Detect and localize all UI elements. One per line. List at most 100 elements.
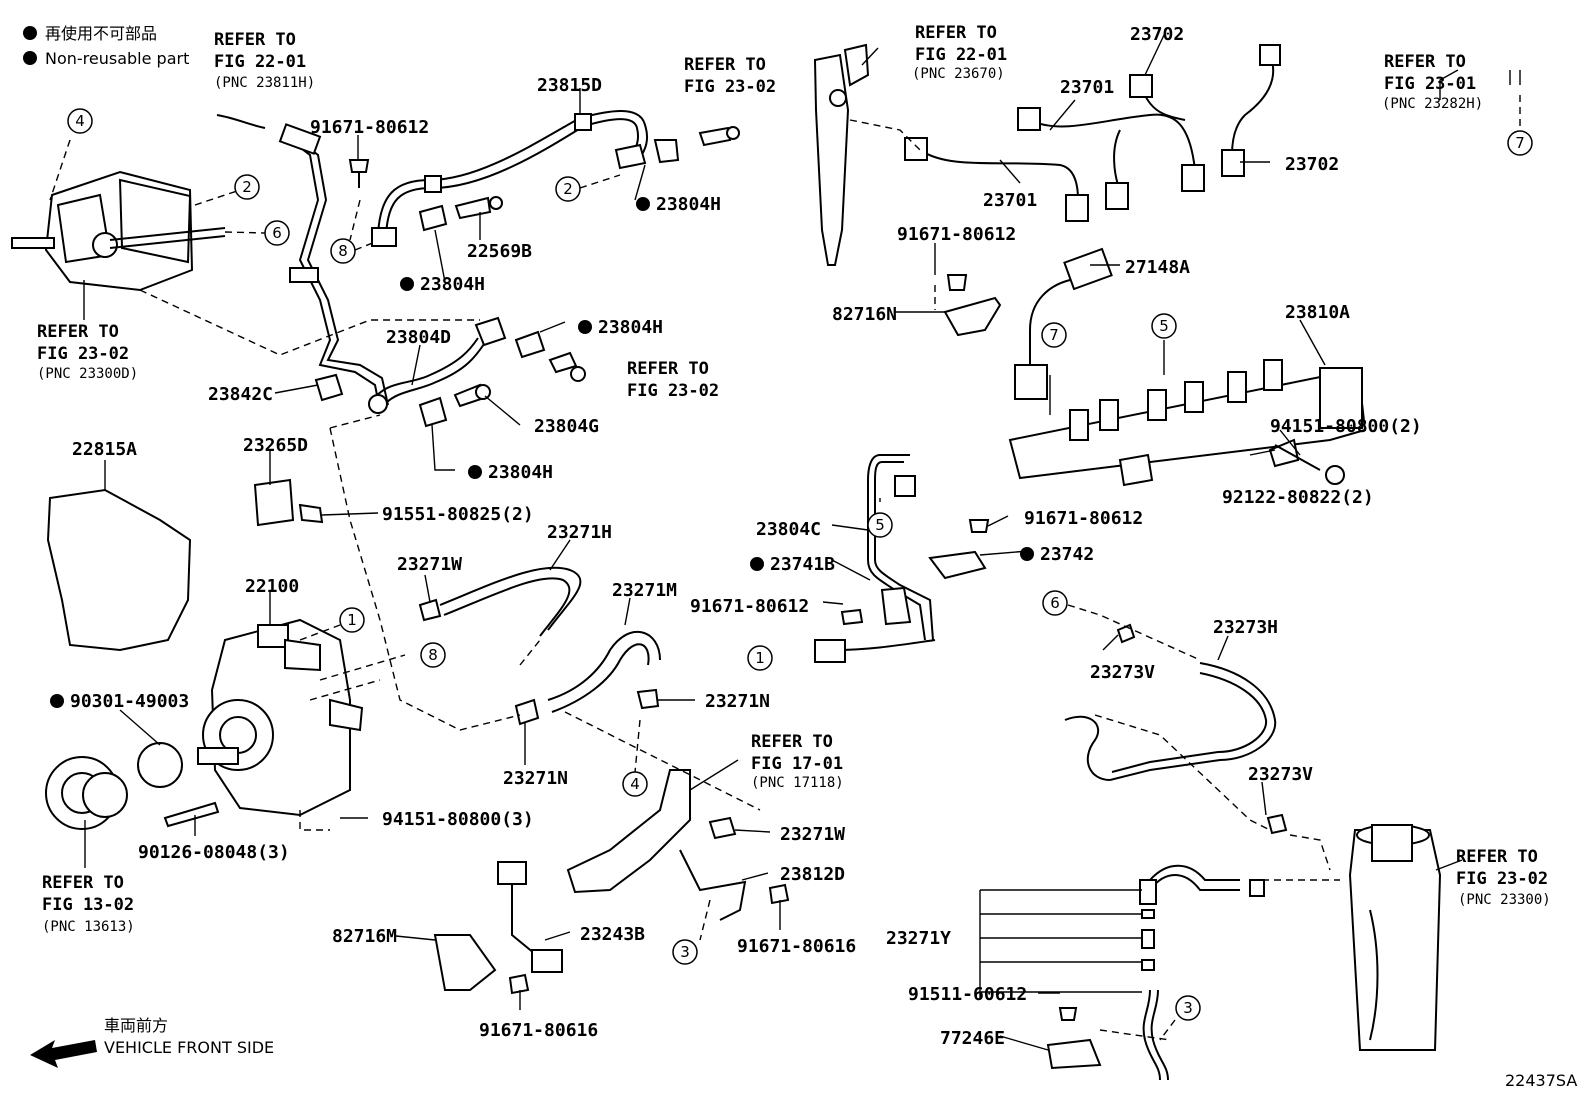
callout-circle: 6 <box>1042 590 1068 616</box>
pipe-23804c-drawing <box>814 454 990 663</box>
part-label: 91671-80612 <box>1024 508 1143 529</box>
svg-text:FIG 23-02: FIG 23-02 <box>37 344 129 364</box>
legend: 再使用不可部品 Non-reusable part <box>23 24 189 68</box>
part-label: 22815A <box>72 439 137 460</box>
legend-en: Non-reusable part <box>45 49 189 68</box>
part-label: 82716N <box>832 304 897 325</box>
callout-circle: 8 <box>420 642 446 668</box>
part-label: 91671-80612 <box>310 117 429 138</box>
svg-text:(PNC 23300): (PNC 23300) <box>1458 892 1551 908</box>
part-label: 23804H <box>656 194 721 215</box>
non-reusable-dot-icon <box>636 197 650 211</box>
svg-text:FIG 13-02: FIG 13-02 <box>42 895 134 915</box>
callout-circle: 1 <box>339 607 365 633</box>
non-reusable-dot-icon <box>50 694 64 708</box>
svg-text:7: 7 <box>1515 134 1525 152</box>
svg-text:(PNC 23670): (PNC 23670) <box>912 66 1005 82</box>
bracket-82716n-drawing <box>943 296 1002 337</box>
svg-text:6: 6 <box>272 224 282 242</box>
ref-fig-22-01-pnc-23670: REFER TO FIG 22-01 (PNC 23670) <box>912 23 1007 82</box>
callout-circle: 1 <box>747 645 773 671</box>
part-label: 23702 <box>1285 154 1339 175</box>
legend-jp: 再使用不可部品 <box>45 24 157 43</box>
part-label: 23804G <box>534 416 599 437</box>
part-label: 91671-80616 <box>479 1020 598 1041</box>
ref-fig-23-02-middle: REFER TO FIG 23-02 <box>627 359 719 401</box>
part-label: 23815D <box>537 75 602 96</box>
part-label: 23702 <box>1130 24 1184 45</box>
part-label: 23804H <box>420 274 485 295</box>
cover-22815a-drawing <box>46 488 192 652</box>
injection-pipes-drawing <box>904 44 1281 222</box>
ref-fig-23-02-top: REFER TO FIG 23-02 <box>684 55 776 97</box>
svg-text:REFER TO: REFER TO <box>37 322 119 342</box>
ref-fig-23-02-pnc-23300d: REFER TO FIG 23-02 (PNC 23300D) <box>37 322 138 382</box>
svg-text:2: 2 <box>563 180 573 198</box>
fuel-filter-drawing <box>1348 824 1442 1051</box>
part-label: 23804D <box>386 327 451 348</box>
pipe-23804d-drawing <box>314 316 507 414</box>
ref-fig-23-01-pnc-23282h: REFER TO FIG 23-01 (PNC 23282H) <box>1382 52 1483 112</box>
svg-text:REFER TO: REFER TO <box>915 23 997 43</box>
part-label: 23271N <box>503 768 568 789</box>
part-label: 22100 <box>245 576 299 597</box>
svg-text:FIG 23-01: FIG 23-01 <box>1384 74 1476 94</box>
svg-text:3: 3 <box>680 943 690 961</box>
svg-text:REFER TO: REFER TO <box>627 359 709 379</box>
part-label: 22569B <box>467 241 532 262</box>
part-label: 23271W <box>780 824 845 845</box>
svg-text:REFER TO: REFER TO <box>684 55 766 75</box>
fasteners-upper-middle-drawing <box>348 126 740 232</box>
svg-text:(PNC 17118): (PNC 17118) <box>751 775 844 791</box>
svg-text:5: 5 <box>875 516 885 534</box>
part-label: 23271W <box>397 554 462 575</box>
part-label: 23804H <box>598 317 663 338</box>
direction-jp: 車両前方 <box>104 1016 168 1035</box>
non-reusable-dot-icon <box>750 557 764 571</box>
callout-circle: 2 <box>234 174 260 200</box>
part-label: 91671-80616 <box>737 936 856 957</box>
svg-text:6: 6 <box>1050 594 1060 612</box>
part-label: 23243B <box>580 924 645 945</box>
common-rail-drawing <box>1008 247 1367 487</box>
part-label: 23273H <box>1213 617 1278 638</box>
svg-text:REFER TO: REFER TO <box>214 30 296 50</box>
svg-text:4: 4 <box>630 775 640 793</box>
callout-circle: 6 <box>264 220 290 246</box>
ref-fig-23-02-pnc-23300: REFER TO FIG 23-02 (PNC 23300) <box>1456 847 1551 908</box>
pipe-23811h-drawing <box>216 114 266 129</box>
part-label: 90126-08048(3) <box>138 842 290 863</box>
callout-circle: 5 <box>867 512 893 538</box>
non-reusable-dot-icon <box>23 26 37 40</box>
part-labels: 91671-80612 23815D 23804H 22569B 23804H … <box>70 24 1422 1049</box>
part-label: 23804C <box>756 519 821 540</box>
bracket-23265d-drawing <box>253 478 324 527</box>
front-arrow-icon <box>30 1040 97 1068</box>
supply-pump-upper-drawing <box>11 170 226 320</box>
svg-text:5: 5 <box>1159 317 1169 335</box>
svg-text:2: 2 <box>242 178 252 196</box>
part-label: 23701 <box>983 190 1037 211</box>
hose-set-23271y-drawing <box>1046 864 1265 1081</box>
part-label: 23271Y <box>886 928 951 949</box>
reference-labels: REFER TO FIG 22-01 (PNC 23811H) REFER TO… <box>37 23 1551 935</box>
svg-text:7: 7 <box>1049 326 1059 344</box>
callout-circle: 4 <box>622 771 648 797</box>
svg-text:8: 8 <box>428 646 438 664</box>
gear-o-ring-drawing <box>45 742 220 830</box>
non-reusable-dot-icon <box>468 465 482 479</box>
svg-text:REFER TO: REFER TO <box>1384 52 1466 72</box>
svg-text:8: 8 <box>338 242 348 260</box>
callout-circle: 5 <box>1151 313 1177 339</box>
non-reusable-dot-icon <box>400 277 414 291</box>
ref-fig-13-02-pnc-13613: REFER TO FIG 13-02 (PNC 13613) <box>42 873 135 935</box>
svg-text:REFER TO: REFER TO <box>1456 847 1538 867</box>
svg-text:1: 1 <box>755 649 765 667</box>
part-label: 23273V <box>1090 662 1155 683</box>
assembly-dashed-lines <box>49 95 1521 1041</box>
callout-circle: 7 <box>1041 322 1067 348</box>
callout-circle: 4 <box>67 108 93 134</box>
direction-en: VEHICLE FRONT SIDE <box>104 1038 274 1057</box>
callout-circle: 7 <box>1507 130 1533 156</box>
part-label: 94151-80800(2) <box>1270 416 1422 437</box>
